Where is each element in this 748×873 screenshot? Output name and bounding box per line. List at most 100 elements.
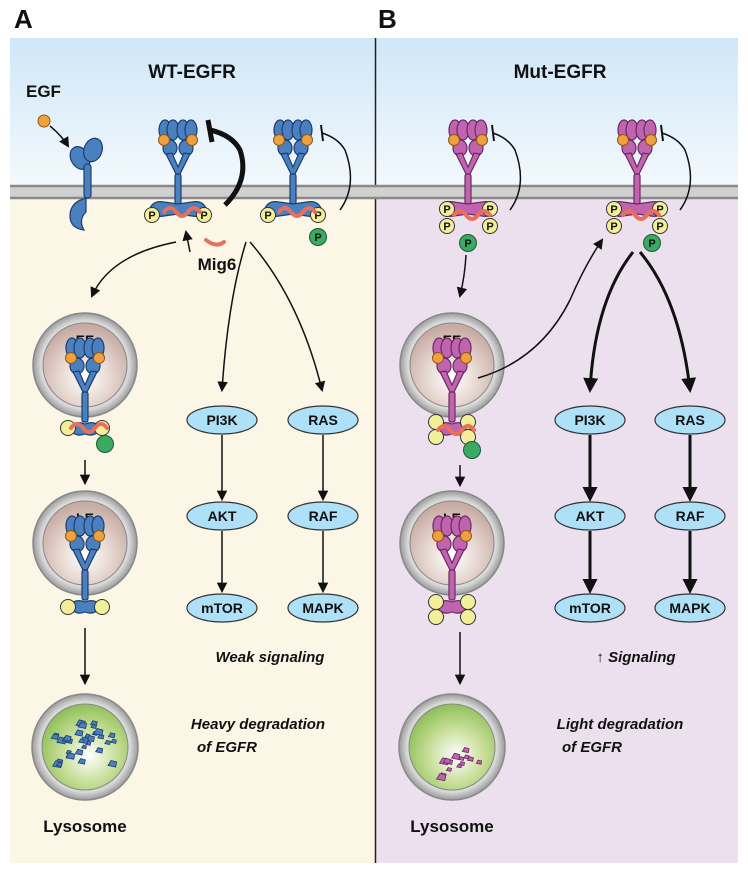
phospho-label: P xyxy=(656,204,663,216)
mig6-protein xyxy=(436,424,476,436)
heavy-degradation-line2: of EGFR xyxy=(197,739,257,756)
wt-egfr-fragment xyxy=(77,721,88,729)
ligand xyxy=(158,134,170,146)
b-node-akt-label: AKT xyxy=(576,508,605,524)
phospho-label: P xyxy=(648,238,655,250)
a-node-mapk: MAPK xyxy=(287,593,359,623)
mig6-arrow xyxy=(182,229,193,253)
phospho-site xyxy=(428,594,444,610)
egfr-in-late-endosome-a xyxy=(65,515,105,614)
a-node-raf: RAF xyxy=(287,501,359,531)
a-node-raf-label: RAF xyxy=(309,508,338,524)
panel-b-letter: B xyxy=(378,4,397,34)
ligand xyxy=(617,134,629,146)
green-phospho-site: P xyxy=(309,228,327,246)
phospho-site: P xyxy=(260,207,276,223)
mut-egfr-fragment xyxy=(461,746,470,754)
ligand xyxy=(301,134,313,146)
light-degradation-line2: of EGFR xyxy=(562,739,622,756)
phospho-site: P xyxy=(482,218,498,234)
wt-egfr-fragment xyxy=(93,727,104,736)
mut-egfr-fragment xyxy=(442,757,451,765)
wt-egfr-fragment xyxy=(78,738,85,744)
recycling-arrow-b xyxy=(477,238,604,379)
ligand xyxy=(432,352,444,364)
a-node-mtor-label: mTOR xyxy=(201,600,243,616)
b-node-ras-label: RAS xyxy=(675,412,705,428)
phospho-site: P xyxy=(144,207,160,223)
green-phospho-site: P xyxy=(643,234,661,252)
b-node-ras: RAS xyxy=(654,405,726,435)
mut-egfr-fragment xyxy=(466,756,474,762)
ligand xyxy=(476,134,488,146)
phospho-site: P xyxy=(606,201,622,217)
egf-binding-arrow xyxy=(49,125,70,148)
mig6-protein xyxy=(162,206,202,218)
mut-egfr-fragment xyxy=(445,767,452,772)
wt-egfr-fragment xyxy=(55,761,63,767)
phospho-label: P xyxy=(486,204,493,216)
phospho-label: P xyxy=(656,221,663,233)
arrow-to-ras-b xyxy=(638,251,697,393)
green-phospho-site xyxy=(463,441,481,459)
phospho-label: P xyxy=(443,204,450,216)
panel-b-title: Mut-EGFR xyxy=(514,62,607,83)
phospho-site xyxy=(460,594,476,610)
arrow-to-ras-a xyxy=(249,241,326,393)
phospho-label: P xyxy=(148,210,155,222)
panel-a-title: WT-EGFR xyxy=(148,62,236,83)
wt-egfr-fragment xyxy=(80,744,87,750)
phospho-label: P xyxy=(610,221,617,233)
b-node-mtor: mTOR xyxy=(554,593,626,623)
inhibition-bar xyxy=(491,124,495,142)
ligand xyxy=(186,134,198,146)
phospho-label: P xyxy=(264,210,271,222)
wt-egfr-fragment xyxy=(107,732,116,739)
inhibition-bar xyxy=(320,124,324,142)
b-node-akt: AKT xyxy=(554,501,626,531)
phospho-label: P xyxy=(200,210,207,222)
b-node-pi3k: PI3K xyxy=(554,405,626,435)
egf-ligand xyxy=(37,114,51,128)
b-node-mapk: MAPK xyxy=(654,593,726,623)
wt-egfr-fragment xyxy=(74,729,84,737)
wt-egfr-fragment xyxy=(90,723,97,729)
a-node-pi3k: PI3K xyxy=(186,405,258,435)
phospho-site xyxy=(428,609,444,625)
phospho-site: P xyxy=(439,218,455,234)
mut-egfr-in-late-endosome xyxy=(432,515,472,614)
egfr-monomer-inactive xyxy=(69,137,104,231)
lysosome-b xyxy=(398,693,506,801)
a-node-mapk-label: MAPK xyxy=(302,600,343,616)
mig6-label: Mig6 xyxy=(198,255,237,274)
phospho-site: P xyxy=(652,218,668,234)
wt-egfr-fragment xyxy=(50,733,59,741)
ligand xyxy=(273,134,285,146)
a-node-akt: AKT xyxy=(186,501,258,531)
green-phospho-site xyxy=(96,435,114,453)
a-node-ras: RAS xyxy=(287,405,359,435)
inhibition-bar xyxy=(205,119,215,143)
ligand xyxy=(448,134,460,146)
phospho-label: P xyxy=(610,204,617,216)
plasma-membrane xyxy=(10,184,738,200)
wt-egfr-fragment xyxy=(85,735,95,743)
wt-egfr-fragment xyxy=(107,759,118,768)
weak-inhibition-arc-b1 xyxy=(492,132,522,211)
ligand xyxy=(460,530,472,542)
endocytosis-arrow-b xyxy=(456,254,468,299)
strong-inhibition-arc xyxy=(209,127,246,207)
b-node-raf: RAF xyxy=(654,501,726,531)
mut-egfr-fragment xyxy=(463,754,470,760)
egf-label: EGF xyxy=(26,82,61,101)
weak-inhibition-arc xyxy=(321,132,352,211)
ligand xyxy=(93,530,105,542)
inhibition-bar xyxy=(660,124,664,142)
phospho-site: P xyxy=(606,218,622,234)
ligand xyxy=(93,352,105,364)
mut-egfr-fragment xyxy=(450,752,461,761)
b-node-mtor-label: mTOR xyxy=(569,600,611,616)
mig6-free xyxy=(204,238,226,247)
